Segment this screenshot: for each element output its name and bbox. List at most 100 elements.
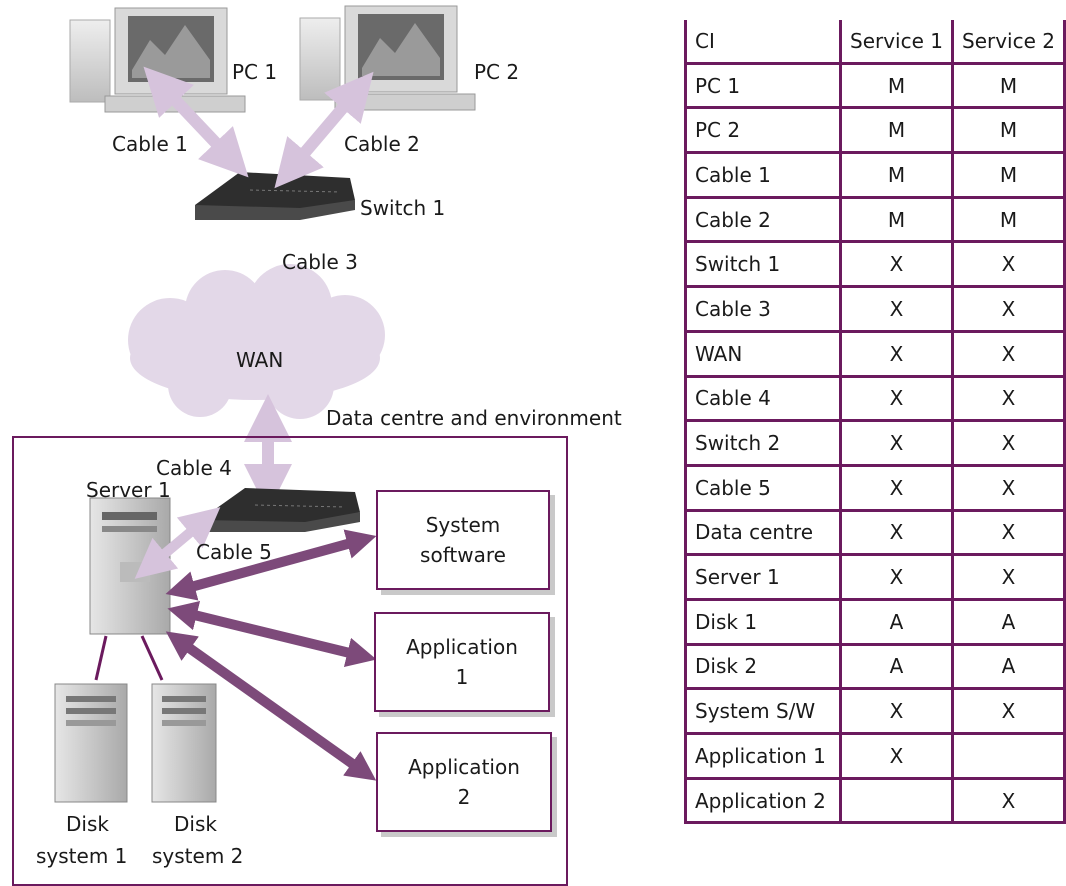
cable1-label: Cable 1	[112, 132, 188, 156]
service1-cell: X	[839, 285, 954, 333]
service2-cell: M	[951, 151, 1066, 199]
ci-cell: Switch 2	[684, 419, 842, 467]
cable1-arrow	[143, 66, 249, 178]
service2-cell: X	[951, 329, 1066, 378]
service1-cell: X	[839, 508, 954, 557]
service2-cell: X	[951, 463, 1066, 512]
ci-cell: WAN	[684, 329, 842, 378]
service2-cell: X	[951, 419, 1066, 467]
ci-cell: PC 1	[684, 61, 842, 110]
application2-arrow	[165, 631, 377, 781]
ci-cell: PC 2	[684, 106, 842, 155]
ci-cell: Cable 2	[684, 195, 842, 244]
wan-label: WAN	[236, 348, 284, 372]
service1-cell: M	[839, 151, 954, 199]
service2-cell: X	[951, 776, 1066, 825]
ci-cell: Server 1	[684, 553, 842, 601]
service2-cell: M	[951, 61, 1066, 110]
table-header-row: CI Service 1 Service 2	[684, 20, 1066, 65]
service1-cell: X	[839, 419, 954, 467]
wan-cloud	[128, 264, 385, 419]
header-ci: CI	[684, 20, 842, 65]
service2-cell: X	[951, 374, 1066, 423]
service2-cell: M	[951, 106, 1066, 155]
service2-cell: M	[951, 195, 1066, 244]
service1-cell: X	[839, 732, 954, 780]
pc1-label: PC 1	[232, 60, 278, 84]
service2-cell: X	[951, 508, 1066, 557]
service2-cell: A	[951, 597, 1066, 646]
pc2-icon	[299, 5, 476, 111]
ci-cell: Application 1	[684, 732, 842, 780]
ci-cell: Cable 4	[684, 374, 842, 423]
ci-cell: Disk 2	[684, 642, 842, 691]
disk2-connector	[140, 635, 164, 681]
disk-system2-icon	[151, 683, 217, 803]
cable3-label: Cable 3	[282, 250, 358, 274]
server1-label: Server 1	[86, 478, 171, 502]
service1-cell: X	[839, 463, 954, 512]
header-service1: Service 1	[839, 20, 954, 65]
switch2-icon	[200, 488, 360, 532]
ci-cell: Data centre	[684, 508, 842, 557]
service2-cell: X	[951, 240, 1066, 289]
disk2-label-line1: Disk	[174, 812, 217, 836]
cable5-label: Cable 5	[196, 540, 272, 564]
application1-line1: Application	[406, 635, 518, 659]
ci-cell: Cable 5	[684, 463, 842, 512]
ci-cell: System S/W	[684, 687, 842, 735]
service1-cell	[839, 776, 954, 825]
cable2-arrow	[274, 71, 374, 189]
cable4-label: Cable 4	[156, 456, 232, 480]
application2-box: Application 2	[376, 732, 552, 832]
application1-line2: 1	[455, 665, 469, 689]
service1-cell: X	[839, 240, 954, 289]
disk-system1-icon	[54, 683, 128, 803]
disk1-label-line1: Disk	[66, 812, 109, 836]
pc1-icon	[69, 7, 246, 113]
service2-cell: A	[951, 642, 1066, 691]
disk2-label-line2: system 2	[152, 844, 244, 868]
table-row: Application 2 X	[684, 776, 1066, 825]
disk1-label-line2: system 1	[36, 844, 128, 868]
header-service2: Service 2	[951, 20, 1066, 65]
service1-cell: X	[839, 329, 954, 378]
switch1-icon	[195, 172, 355, 220]
service1-cell: A	[839, 597, 954, 646]
cable2-label: Cable 2	[344, 132, 420, 156]
application1-box: Application 1	[374, 612, 550, 712]
system-software-line1: System	[425, 513, 501, 537]
system-software-line2: software	[420, 543, 506, 567]
service1-cell: M	[839, 61, 954, 110]
switch1-label: Switch 1	[360, 196, 446, 220]
service2-cell: X	[951, 553, 1066, 601]
ci-cell: Cable 1	[684, 151, 842, 199]
application2-line2: 2	[457, 785, 471, 809]
service1-cell: M	[839, 106, 954, 155]
disk1-connector	[94, 635, 108, 681]
service1-cell: X	[839, 374, 954, 423]
service2-cell: X	[951, 285, 1066, 333]
service2-cell	[951, 732, 1066, 780]
application2-line1: Application	[408, 755, 520, 779]
service1-cell: X	[839, 687, 954, 735]
ci-cell: Application 2	[684, 776, 842, 825]
ci-cell: Switch 1	[684, 240, 842, 289]
